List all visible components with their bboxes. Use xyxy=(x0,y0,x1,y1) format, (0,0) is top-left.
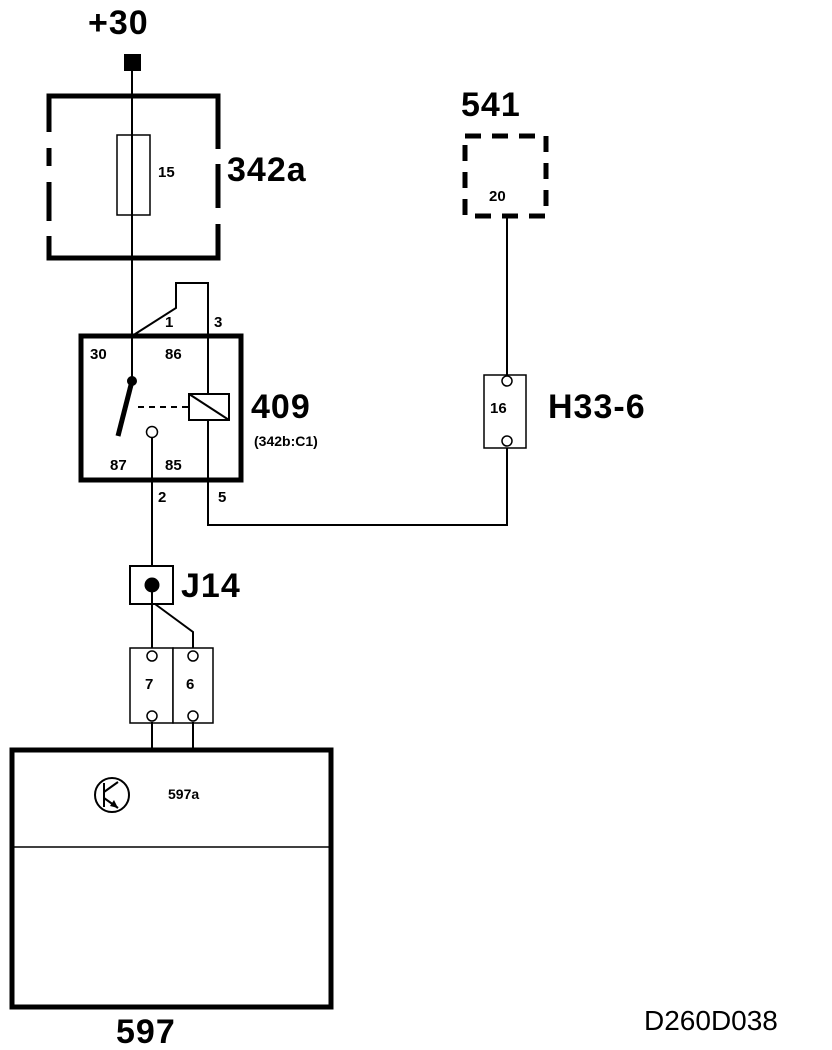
module-sub-label: 597a xyxy=(168,786,199,802)
drawing-code: D260D038 xyxy=(644,1005,778,1036)
relay-coil-feed-wire xyxy=(131,282,209,337)
connector-pin-6: 6 xyxy=(186,676,194,693)
relay-switch-arm xyxy=(115,380,135,437)
connector-h33-label: H33-6 xyxy=(548,388,646,426)
connector-h33-6: 16 xyxy=(483,374,527,449)
supply-label: +30 xyxy=(88,4,149,42)
relay-terminal-85: 85 xyxy=(165,457,182,474)
relay-409: 1 3 30 86 87 85 xyxy=(78,282,244,483)
fuse-symbol xyxy=(116,134,151,216)
connector-7-6: 7 6 xyxy=(129,647,214,724)
fuse-box-342a: 15 xyxy=(46,93,221,261)
fuse-box-label: 342a xyxy=(227,151,307,189)
wire-85-to-h33 xyxy=(207,448,508,526)
module-label: 597 xyxy=(116,1013,176,1050)
relay-pin-5: 5 xyxy=(218,489,226,506)
transistor-icon xyxy=(94,777,130,813)
control-module-597: 597a xyxy=(9,747,334,1010)
relay-body xyxy=(78,333,244,483)
component-541-label: 541 xyxy=(461,86,521,124)
relay-terminal-86: 86 xyxy=(165,346,182,363)
component-541-box xyxy=(462,133,549,219)
relay-pin-2: 2 xyxy=(158,489,166,506)
relay-contact-87 xyxy=(145,425,159,439)
fuse-number: 15 xyxy=(158,164,175,181)
relay-terminal-87: 87 xyxy=(110,457,127,474)
connector-h33-pin: 16 xyxy=(490,400,507,417)
relay-label: 409 xyxy=(251,388,311,426)
relay-terminal-30: 30 xyxy=(90,346,107,363)
junction-j14-label: J14 xyxy=(181,567,241,605)
component-541-pin: 20 xyxy=(489,188,506,205)
relay-pin-1: 1 xyxy=(165,314,173,331)
relay-pin-3: 3 xyxy=(214,314,222,331)
connector-pin-7: 7 xyxy=(145,676,153,693)
junction-branch-wire xyxy=(154,603,194,650)
junction-j14-dot xyxy=(144,577,160,593)
relay-location: (342b:C1) xyxy=(254,433,318,449)
